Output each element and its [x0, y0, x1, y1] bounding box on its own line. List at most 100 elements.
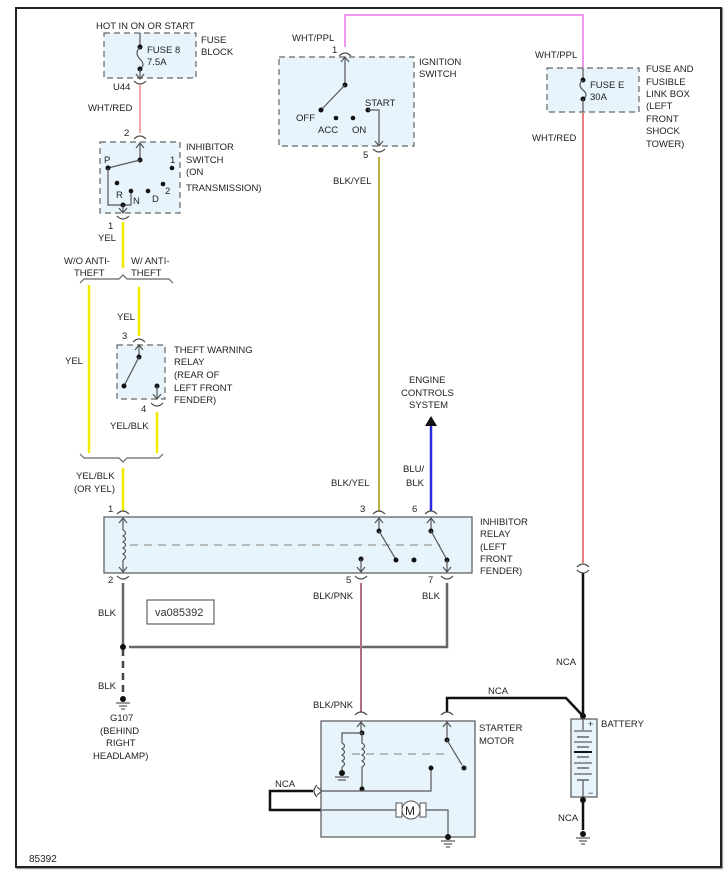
inhibitor-relay-name-3: (LEFT	[480, 542, 507, 553]
fuse-link-box-name-7: TOWER)	[646, 139, 684, 150]
svg-text:3: 3	[122, 331, 127, 342]
battery-label: BATTERY	[601, 719, 645, 730]
image-ref-label: va085392	[155, 607, 203, 619]
theft-relay-name-2: RELAY	[174, 357, 205, 368]
inhibitor-switch: 2	[99, 128, 181, 220]
theft-relay-name-1: THEFT WARNING	[174, 345, 253, 356]
svg-text:1: 1	[332, 45, 337, 56]
motor-symbol: M	[405, 804, 415, 818]
fuse-link-box-name-4: (LEFT	[646, 101, 673, 112]
battery	[570, 713, 598, 845]
ign-pos-off: OFF	[296, 113, 315, 124]
theft-relay-name-4: LEFT FRONT	[174, 383, 233, 394]
ign-pos-acc: ACC	[318, 125, 338, 136]
ignition-switch-name-1: IGNITION	[419, 57, 461, 68]
pos-n: N	[133, 196, 140, 207]
battery-connector-bottom	[576, 569, 590, 574]
theft-relay-name-3: (REAR OF	[174, 370, 220, 381]
wire-label-yel-theft: YEL	[117, 312, 135, 323]
wire-nca-starter-loop	[268, 789, 322, 812]
svg-text:4: 4	[141, 404, 146, 415]
inhibitor-switch-name-4: TRANSMISSION)	[186, 183, 261, 194]
wire-label-yel: YEL	[98, 233, 116, 244]
wire-wht-ppl	[344, 14, 584, 68]
fuse-link-box-name-1: FUSE AND	[646, 64, 694, 75]
inhibitor-relay-name-4: FRONT	[480, 554, 513, 565]
fuse-block-header: HOT IN ON OR START	[96, 21, 195, 32]
pos-d: D	[152, 194, 159, 205]
wire-label-blk-pnk-pin5: BLK/PNK	[313, 591, 354, 602]
wire-label-nca-battery-top: NCA	[556, 657, 577, 668]
image-ref-box	[146, 599, 215, 625]
wire-label-wht-ppl-fuse-e: WHT/PPL	[535, 50, 577, 61]
battery-minus: −	[588, 788, 593, 798]
inhibitor-switch-name-1: INHIBITOR	[186, 142, 234, 153]
svg-text:2: 2	[124, 128, 129, 139]
pos-p: P	[104, 155, 110, 166]
pin-1-label: 1	[108, 221, 113, 232]
branch-brace-top	[79, 274, 174, 284]
pos-r: R	[116, 190, 123, 201]
fuse8-label: FUSE 8	[147, 45, 180, 56]
wire-label-wht-red-fuse-e: WHT/RED	[532, 133, 576, 144]
starter-motor-name-2: MOTOR	[479, 736, 514, 747]
fuse-e-rating: 30A	[590, 92, 608, 103]
branch-brace-bottom	[79, 453, 164, 463]
starter-motor-name-1: STARTER	[479, 723, 523, 734]
arrow-up-icon	[425, 416, 437, 426]
wire-label-blk-ground: BLK	[98, 681, 117, 692]
fuse-e-label: FUSE E	[590, 80, 624, 91]
svg-text:5: 5	[346, 575, 351, 586]
svg-text:5: 5	[363, 150, 368, 161]
ground-icon	[116, 696, 130, 710]
g107-name-4: HEADLAMP)	[93, 751, 148, 762]
ignition-switch-name-2: SWITCH	[419, 69, 457, 80]
fuse-block-name-1: FUSE	[201, 35, 226, 46]
battery-plus: +	[588, 719, 593, 729]
fuse-link-box-name-6: SHOCK	[646, 126, 680, 137]
ign-pos-on: ON	[352, 125, 366, 136]
connector-u44: U44	[113, 82, 130, 93]
engine-controls-2: CONTROLS	[401, 388, 454, 399]
w-antitheft-2: THEFT	[131, 268, 162, 279]
battery-connector-top	[576, 563, 590, 568]
svg-text:7: 7	[428, 575, 433, 586]
inhibitor-relay-name-2: RELAY	[480, 529, 511, 540]
theft-relay-name-5: FENDER)	[174, 395, 216, 406]
fuse-block-name-2: BLOCK	[201, 47, 234, 58]
g107-name-2: (BEHIND	[100, 726, 139, 737]
wire-blk-pin7	[129, 583, 449, 649]
pos-1: 1	[170, 155, 175, 166]
wire-label-blk-yel-ign: BLK/YEL	[333, 176, 372, 187]
diagram-id: 85392	[29, 854, 57, 865]
wire-label-blu-blk-2: BLK	[406, 478, 425, 489]
wire-label-blu-blk-1: BLU/	[403, 464, 424, 475]
ign-pos-start: START	[365, 98, 395, 109]
wire-label-wht-ppl-ign: WHT/PPL	[292, 33, 334, 44]
wire-label-nca-battery-bottom: NCA	[558, 813, 579, 824]
wo-antitheft-1: W/O ANTI-	[64, 256, 110, 267]
fuse-block	[103, 32, 197, 85]
fuse-link-box-name-3: LINK BOX	[646, 89, 690, 100]
wire-label-nca-starter-left: NCA	[275, 779, 296, 790]
wire-label-blk-pnk-starter: BLK/PNK	[313, 700, 354, 711]
wire-label-blk-yel-relay: BLK/YEL	[331, 478, 370, 489]
wire-label-yel-blk-merge-1: YEL/BLK	[76, 471, 115, 482]
svg-text:2: 2	[108, 575, 113, 586]
wire-label-nca-starter-top: NCA	[488, 686, 509, 697]
inhibitor-relay-name-5: FENDER)	[480, 566, 522, 577]
splice-dot	[120, 644, 126, 650]
inhibitor-relay-name-1: INHIBITOR	[480, 517, 528, 528]
engine-controls-1: ENGINE	[409, 375, 445, 386]
fuse-link-box-name-5: FRONT	[646, 114, 679, 125]
g107-name-3: RIGHT	[106, 738, 136, 749]
inhibitor-relay: 1 3 6 2 5 7	[103, 504, 473, 586]
w-antitheft-1: W/ ANTI-	[131, 256, 170, 267]
wo-antitheft-2: THEFT	[74, 268, 105, 279]
svg-text:6: 6	[412, 504, 417, 515]
theft-warning-relay: 3 4	[116, 331, 166, 415]
wire-label-yel-blk-merge-2: (OR YEL)	[74, 484, 115, 495]
wire-label-blk-pin2: BLK	[98, 608, 117, 619]
fuse8-rating: 7.5A	[147, 57, 167, 68]
